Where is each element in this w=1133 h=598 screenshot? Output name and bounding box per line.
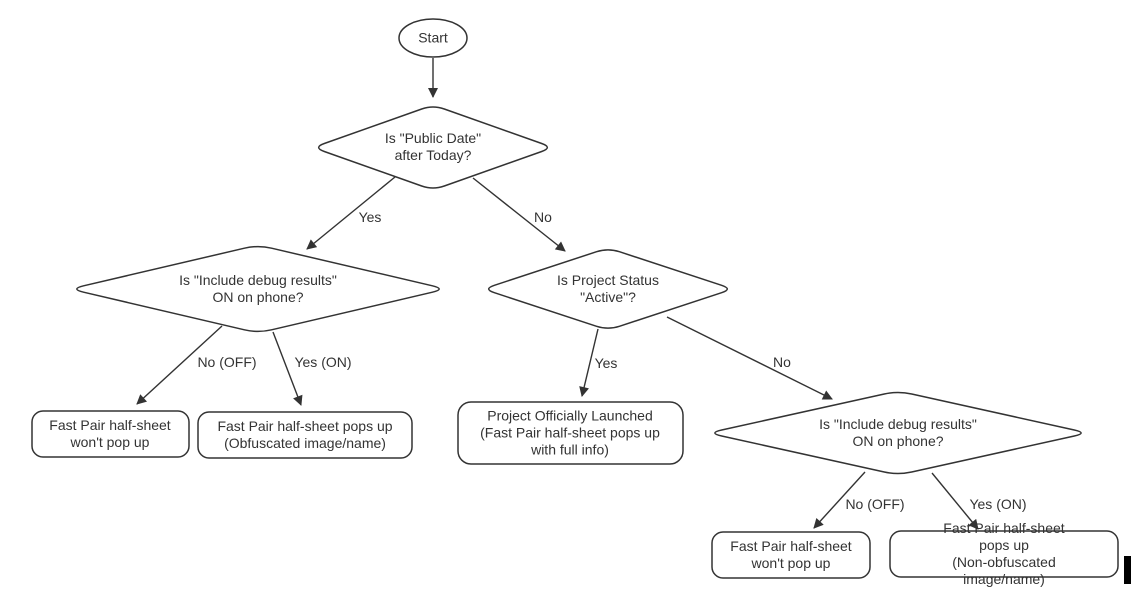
edge-label-no-off-left: No (OFF) <box>197 354 257 370</box>
outcome-no-popup-left-label: Fast Pair half-sheet won't pop up <box>49 417 171 450</box>
outcome-no-popup-right-shape <box>711 531 871 579</box>
outcome-obfuscated-shape <box>197 411 413 459</box>
decision-debug-left-shape <box>76 245 440 333</box>
outcome-non-obfuscated-shape <box>889 530 1119 578</box>
decision-debug-right-shape <box>714 391 1082 475</box>
edge-debug-left-no-off <box>136 325 223 405</box>
decision-public-date-label: Is "Public Date" after Today? <box>384 130 482 163</box>
decision-public-date-shape <box>317 106 549 189</box>
decision-debug-right-label: Is "Include debug results" ON on phone? <box>819 416 977 449</box>
outcome-launched-label: Project Officially Launched (Fast Pair h… <box>480 407 660 458</box>
edge-public-date-no <box>472 177 566 252</box>
decision-debug-left-label: Is "Include debug results" ON on phone? <box>179 272 337 305</box>
edge-label-yes-on-right: Yes (ON) <box>969 496 1027 512</box>
decision-project-status-shape <box>487 249 729 329</box>
edge-debug-right-no-off <box>813 471 866 529</box>
start-node-shape <box>398 18 468 58</box>
outcome-launched-shape <box>457 401 684 465</box>
edge-label-yes-on-left: Yes (ON) <box>294 354 352 370</box>
edge-project-status-yes <box>579 328 599 397</box>
edge-public-date-yes <box>306 176 396 250</box>
edge-debug-left-yes-on <box>272 331 303 406</box>
edge-debug-right-yes-on <box>931 472 979 530</box>
text-cursor-artifact <box>1124 556 1131 584</box>
outcome-no-popup-right-label: Fast Pair half-sheet won't pop up <box>730 538 852 571</box>
edge-label-yes-top: Yes <box>358 209 382 225</box>
decision-project-status-label: Is Project Status "Active"? <box>557 272 659 305</box>
outcome-obfuscated-label: Fast Pair half-sheet pops up (Obfuscated… <box>217 418 393 451</box>
edge-label-no-top: No <box>534 209 552 225</box>
outcome-no-popup-left-shape <box>31 410 190 458</box>
edge-project-status-no <box>666 316 833 400</box>
outcome-non-obfuscated-label: Fast Pair half-sheet pops up (Non-obfusc… <box>943 520 1065 587</box>
edge-label-yes-mid: Yes <box>594 355 618 371</box>
edge-label-no-right: No <box>773 354 791 370</box>
edge-label-no-off-right: No (OFF) <box>845 496 905 512</box>
start-node-label: Start <box>418 29 448 46</box>
